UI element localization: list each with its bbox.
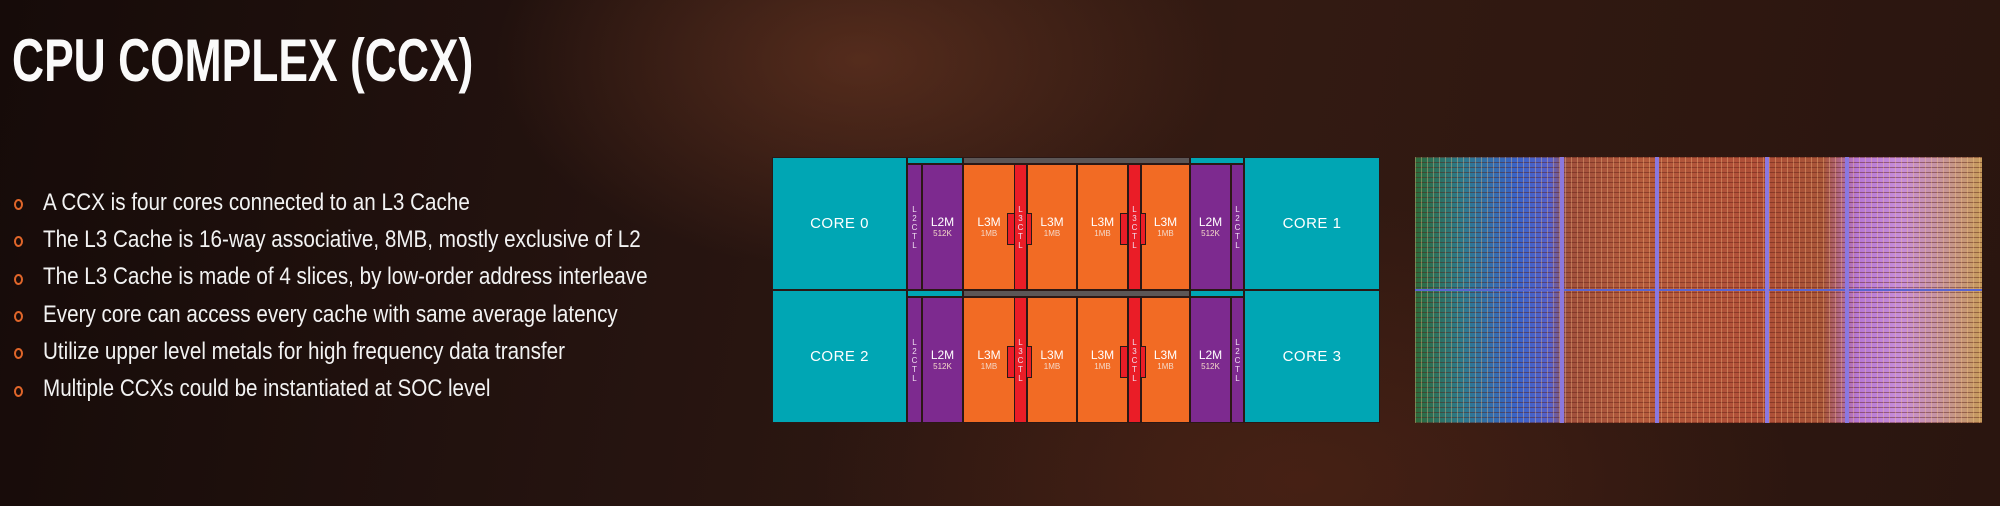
bullet-circle-icon — [14, 348, 23, 360]
l2m-label: L2M — [930, 214, 955, 229]
l3m-size: 1MB — [980, 361, 998, 371]
l3m-size: 1MB — [980, 228, 998, 238]
core-block: CORE 3 — [1244, 290, 1380, 423]
interconnect-strip — [963, 157, 1190, 164]
bullet-item: Multiple CCXs could be instantiated at S… — [14, 370, 746, 407]
l3-controller-block: L3CTL — [1014, 164, 1027, 290]
die-divider — [1655, 157, 1659, 423]
l2m-size: 512K — [933, 228, 952, 238]
l3ctl-label: L3CTL — [1131, 337, 1138, 383]
l3m-size: 1MB — [1157, 361, 1174, 371]
l2m-size: 512K — [1201, 228, 1220, 238]
bullet-circle-icon — [14, 273, 23, 285]
core-label: CORE 1 — [1282, 215, 1342, 232]
l3m-label: L3M — [977, 214, 1001, 229]
bullet-item: A CCX is four cores connected to an L3 C… — [14, 184, 746, 221]
bullet-text: A CCX is four cores connected to an L3 C… — [43, 188, 470, 216]
bullet-text: Utilize upper level metals for high freq… — [43, 337, 566, 365]
bullet-circle-icon — [14, 311, 23, 323]
bullet-text: Every core can access every cache with s… — [43, 300, 618, 328]
l3-controller-block: L3CTL — [1014, 297, 1027, 423]
l3-controller-block: L3CTL — [1128, 164, 1141, 290]
l2-controller-block: L2CTL — [907, 164, 922, 290]
bullet-text: The L3 Cache is made of 4 slices, by low… — [43, 263, 648, 291]
interconnect-strip — [1190, 290, 1244, 297]
core-label: CORE 3 — [1282, 348, 1342, 365]
interconnect-strip — [1190, 157, 1244, 164]
l3m-size: 1MB — [1043, 361, 1061, 371]
l3m-label: L3M — [1090, 347, 1115, 362]
l3m-size: 1MB — [1094, 228, 1111, 238]
die-divider — [1845, 157, 1849, 423]
l3m-size: 1MB — [1043, 228, 1061, 238]
l3m-size: 1MB — [1157, 228, 1174, 238]
l2ctl-label: L2CTL — [1234, 204, 1241, 250]
l3m-label: L3M — [1040, 347, 1064, 362]
slide-title: CPU COMPLEX (CCX) — [12, 27, 474, 94]
l3ctl-label: L3CTL — [1017, 337, 1024, 383]
l2m-label: L2M — [1198, 347, 1223, 362]
interconnect-strip — [907, 290, 963, 297]
bullet-item: The L3 Cache is 16-way associative, 8MB,… — [14, 221, 746, 258]
l3m-label: L3M — [1153, 214, 1178, 229]
die-divider — [1415, 289, 1982, 291]
l3ctl-label: L3CTL — [1131, 204, 1138, 250]
bullet-circle-icon — [14, 199, 23, 211]
bullet-circle-icon — [14, 385, 23, 397]
l2-controller-block: L2CTL — [907, 297, 922, 423]
l2m-label: L2M — [930, 347, 955, 362]
l3m-label: L3M — [1153, 347, 1178, 362]
core-block: CORE 0 — [772, 157, 907, 290]
l3-controller-block: L3CTL — [1128, 297, 1141, 423]
bullet-item: Utilize upper level metals for high freq… — [14, 333, 746, 370]
interconnect-strip — [963, 290, 1190, 297]
ccx-die-photo — [1415, 157, 1982, 423]
die-divider — [1560, 157, 1564, 423]
bullet-item: The L3 Cache is made of 4 slices, by low… — [14, 259, 746, 296]
bullet-item: Every core can access every cache with s… — [14, 296, 746, 333]
l2ctl-label: L2CTL — [911, 337, 918, 383]
bullet-list: A CCX is four cores connected to an L3 C… — [14, 184, 746, 408]
core-block: CORE 1 — [1244, 157, 1380, 290]
l2m-size: 512K — [1201, 361, 1220, 371]
l2ctl-label: L2CTL — [1234, 337, 1241, 383]
bullet-circle-icon — [14, 236, 23, 248]
l3ctl-tab — [1120, 346, 1128, 378]
core-label: CORE 0 — [810, 215, 869, 232]
l3ctl-tab — [1120, 213, 1128, 245]
interconnect-strip — [907, 157, 963, 164]
l2-controller-block: L2CTL — [1231, 297, 1244, 423]
l2-controller-block: L2CTL — [1231, 164, 1244, 290]
l2m-label: L2M — [1198, 214, 1223, 229]
l3m-label: L3M — [1040, 214, 1064, 229]
bullet-text: The L3 Cache is 16-way associative, 8MB,… — [43, 225, 641, 253]
core-block: CORE 2 — [772, 290, 907, 423]
l2ctl-label: L2CTL — [911, 204, 918, 250]
l3m-label: L3M — [977, 347, 1001, 362]
l3ctl-label: L3CTL — [1017, 204, 1024, 250]
die-divider — [1765, 157, 1769, 423]
l3m-label: L3M — [1090, 214, 1115, 229]
l2m-size: 512K — [933, 361, 952, 371]
l3m-size: 1MB — [1094, 361, 1111, 371]
bullet-text: Multiple CCXs could be instantiated at S… — [43, 375, 491, 403]
core-label: CORE 2 — [810, 348, 869, 365]
